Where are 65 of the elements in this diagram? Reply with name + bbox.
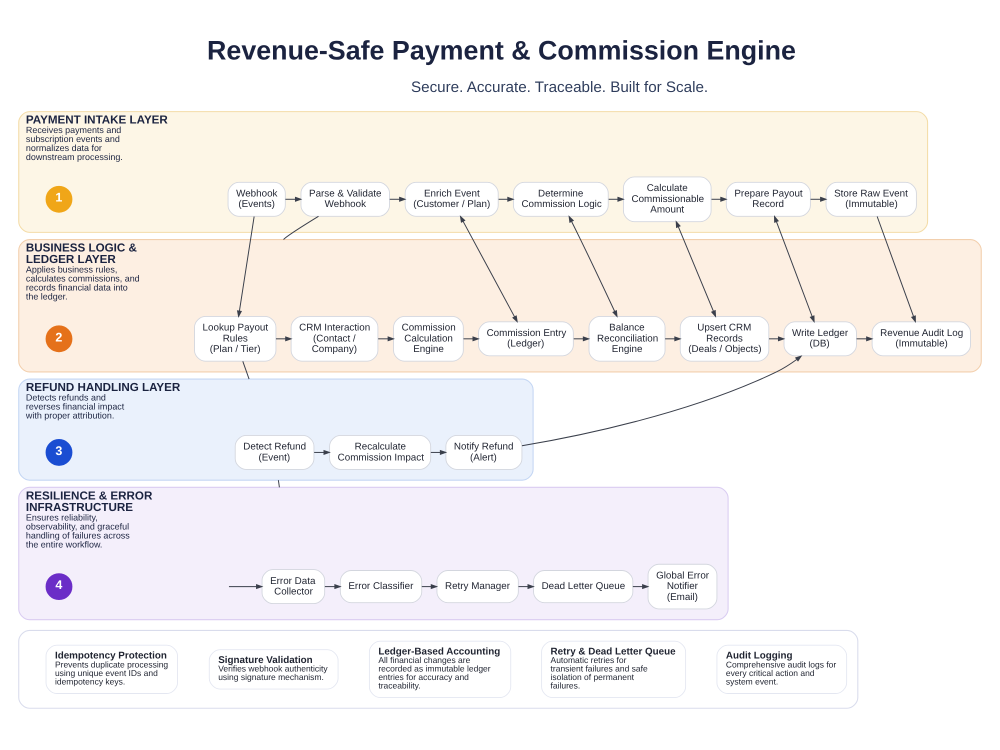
node-box: Parse & Validate Webhook xyxy=(300,181,390,216)
arrow xyxy=(664,336,682,341)
node-box: Idempotency Protection Prevents duplicate processing using unique event IDs and idempotency keys. xyxy=(46,644,178,694)
node-box: Error Data Collector xyxy=(262,568,326,604)
node-box: Dead Letter Queue xyxy=(533,570,634,603)
arrow xyxy=(284,196,302,202)
arrow xyxy=(711,196,728,202)
node-box: Commission Calculation Engine xyxy=(393,316,464,362)
arrow xyxy=(430,449,448,454)
connector xyxy=(242,360,250,380)
arrow xyxy=(518,584,535,589)
arrow xyxy=(421,584,438,589)
node-box: Store Raw Event (Immutable) xyxy=(826,181,917,216)
arrow xyxy=(389,196,406,202)
arrow xyxy=(228,584,264,589)
node-box: Error Classifier xyxy=(340,570,422,603)
arrow xyxy=(568,214,618,318)
node-box: Revenue Audit Log (Immutable) xyxy=(872,320,971,356)
node-box: Calculate Commissionable Amount xyxy=(623,176,712,222)
label: Secure. Accurate. Traceable. Built for Scale. xyxy=(410,78,708,96)
node-box: Upsert CRM Records (Deals / Objects) xyxy=(680,316,770,362)
connector xyxy=(278,479,280,488)
node-box: Retry & Dead Letter Queue Automatic retries for transient failures and safe isolation of permanent failures. xyxy=(541,640,686,698)
node-box: Global Error Notifier (Email) xyxy=(648,563,718,609)
diagram-title: Revenue-Safe Payment & Commission Engine xyxy=(207,35,796,66)
node-box: Webhook (Events) xyxy=(228,181,286,216)
arrow xyxy=(378,336,395,341)
node-box: Lookup Payout Rules (Plan / Tier) xyxy=(194,316,276,362)
cluster xyxy=(18,629,858,708)
node-box: Retry Manager xyxy=(436,570,519,603)
arrow xyxy=(774,214,815,322)
arrow xyxy=(236,216,255,318)
arrow xyxy=(632,584,650,589)
node-box: Audit Logging Comprehensive audit logs for every critical action and system event. xyxy=(716,644,848,694)
node-box: CRM Interaction (Contact / Company) xyxy=(290,316,378,362)
arrow xyxy=(521,354,802,446)
arrow xyxy=(314,449,331,454)
connector xyxy=(283,215,319,240)
arrow xyxy=(275,336,293,341)
arrow xyxy=(876,216,916,322)
node-box: Recalculate Commission Impact xyxy=(329,434,432,470)
arrow xyxy=(768,336,786,341)
arrow xyxy=(810,196,828,202)
arrow xyxy=(324,584,342,589)
node-box: Commission Entry (Ledger) xyxy=(478,320,574,356)
arrow xyxy=(460,214,518,322)
node-box: Enrich Event (Customer / Plan) xyxy=(404,181,499,216)
arrow xyxy=(676,220,716,318)
arrow xyxy=(856,336,874,341)
node-box: Determine Commission Logic xyxy=(512,181,609,216)
node-box: Signature Validation Verifies webhook authenticity using signature mechanism. xyxy=(208,648,339,689)
node-box: Notify Refund (Alert) xyxy=(445,434,522,470)
node-box: Ledger-Based Accounting All financial changes are recorded as immutable ledger entries for accuracy and traceability. xyxy=(368,640,512,698)
arrow xyxy=(462,336,480,341)
node-circle: 1 xyxy=(46,185,72,212)
node-box: Write Ledger (DB) xyxy=(784,320,857,356)
node-box: Prepare Payout Record xyxy=(726,181,811,216)
arrow xyxy=(573,336,590,341)
node-circle: 2 xyxy=(46,324,72,352)
arrow xyxy=(498,196,515,202)
node-circle: 3 xyxy=(46,438,72,466)
node-box: Balance Reconciliation Engine xyxy=(588,316,666,362)
node-circle: 4 xyxy=(46,572,72,600)
node-box: Detect Refund (Event) xyxy=(234,434,314,470)
arrow xyxy=(608,196,625,202)
